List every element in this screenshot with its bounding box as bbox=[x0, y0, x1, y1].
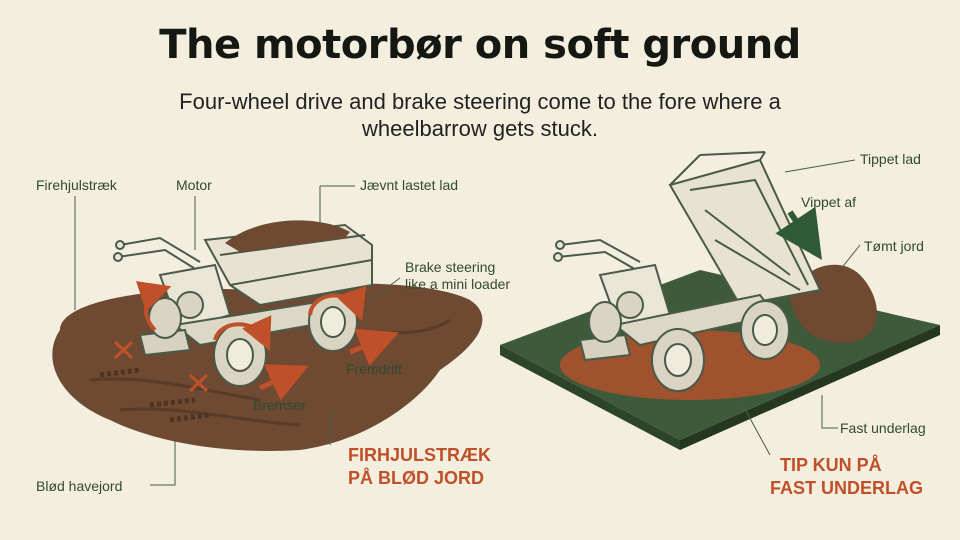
emphasis-right-2: FAST UNDERLAG bbox=[770, 478, 923, 498]
label-vippet-af: Vippet af bbox=[801, 194, 857, 210]
right-panel bbox=[500, 151, 940, 456]
tilt-arrow bbox=[775, 206, 822, 260]
label-bremser: Bremser bbox=[253, 397, 306, 413]
rotation-arrow-front bbox=[213, 315, 272, 351]
label-firehjul: Firehjulstræk bbox=[36, 177, 117, 193]
right-leader-lines bbox=[739, 159, 861, 456]
rotation-arrow-back bbox=[135, 281, 172, 332]
wheel-tracks bbox=[99, 367, 211, 423]
label-fremdrift: Fremdrift bbox=[346, 361, 402, 377]
left-wheel-back-rear bbox=[148, 297, 182, 339]
emphasis-left-1: FIRHJULSTRÆK bbox=[348, 445, 491, 465]
label-blod-havejord: Blød havejord bbox=[36, 478, 123, 494]
soft-soil-patch bbox=[52, 283, 483, 451]
label-tippet-lad: Tippet lad bbox=[860, 151, 921, 167]
label-motor: Motor bbox=[176, 177, 212, 193]
stuck-mark-1 bbox=[113, 340, 134, 360]
right-motorbor bbox=[553, 151, 822, 392]
left-leader-lines bbox=[74, 185, 401, 486]
firm-platform-side bbox=[500, 345, 680, 450]
rotation-arrow-rear bbox=[308, 285, 367, 322]
right-wheel-front bbox=[651, 328, 705, 392]
page-subtitle: Four-wheel drive and brake steering come… bbox=[179, 89, 781, 141]
label-jaevnt-lastet-lad: Jævnt lastet lad bbox=[360, 177, 459, 193]
firm-platform-side-2 bbox=[680, 325, 940, 450]
label-tomt-jord: Tømt jord bbox=[864, 238, 924, 254]
page-title: The motorbør on soft ground bbox=[159, 22, 801, 68]
left-panel bbox=[52, 185, 483, 486]
propulsion-arrow-2 bbox=[349, 328, 399, 366]
label-fast-underlag: Fast underlag bbox=[840, 420, 926, 436]
label-brake-steering-2: like a mini loader bbox=[405, 276, 511, 292]
emphasis-left-2: PÅ BLØD JORD bbox=[348, 468, 485, 488]
stuck-mark-2 bbox=[188, 373, 209, 393]
emphasis-right-1: TIP KUN PÅ bbox=[780, 455, 882, 475]
left-motorbor bbox=[113, 220, 373, 387]
propulsion-arrow-1 bbox=[258, 364, 309, 401]
right-wheel-back bbox=[588, 301, 622, 343]
left-dirt-load bbox=[225, 220, 350, 252]
label-brake-steering-1: Brake steering bbox=[405, 259, 496, 275]
right-wheel-rear bbox=[740, 300, 790, 360]
